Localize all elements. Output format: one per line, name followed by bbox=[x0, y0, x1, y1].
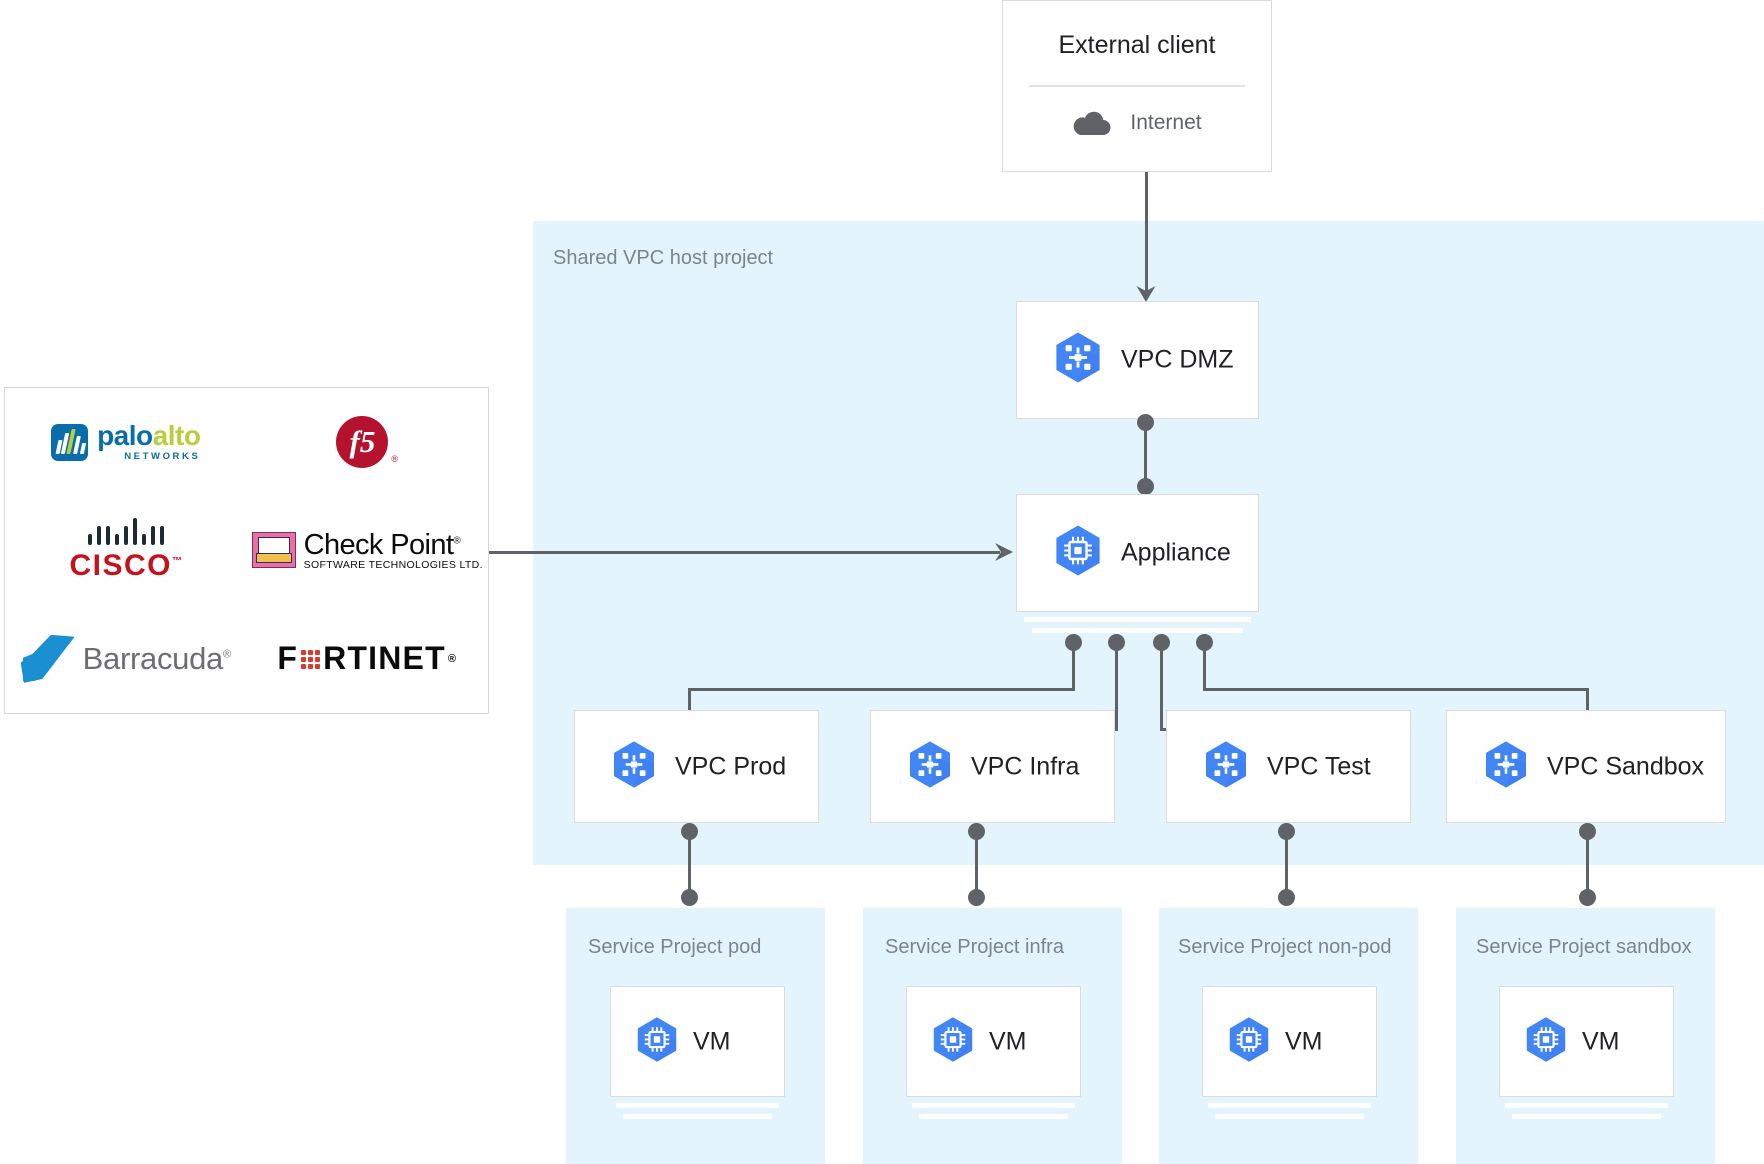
branch3-v-top bbox=[1160, 641, 1163, 728]
connector-client-to-dmz bbox=[1145, 172, 1148, 291]
barracuda-wordmark: Barracuda bbox=[82, 640, 224, 676]
external-client-card: External client Internet bbox=[1002, 0, 1272, 172]
vpc-infra-card[interactable]: VPC Infra bbox=[870, 710, 1115, 823]
service-project-sandbox-vm-card[interactable]: VM bbox=[1499, 986, 1674, 1097]
connector-dot-appliance-top bbox=[1137, 478, 1154, 495]
fortinet-wordmark: F RTINET® bbox=[277, 640, 458, 677]
vendor-logo-check-point: Check Point® SOFTWARE TECHNOLOGIES LTD. bbox=[251, 528, 483, 572]
cisco-wordmark: CISCO bbox=[69, 548, 172, 582]
partner-vendor-panel: paloalto NETWORKS f5 ® bbox=[4, 387, 489, 714]
sp-nonpod-stack-bar-2 bbox=[1215, 1114, 1364, 1119]
sp-sandbox-stack-bar-1 bbox=[1505, 1103, 1668, 1108]
appliance-stack-bar-1 bbox=[1024, 617, 1251, 622]
vendor-logo-palo-alto-networks: paloalto NETWORKS bbox=[51, 420, 201, 463]
vendor-logo-fortinet: F RTINET® bbox=[277, 640, 457, 677]
connector-infra-to-sp bbox=[975, 830, 978, 898]
branch1-h bbox=[688, 688, 1075, 691]
sp-nonpod-stack-bar-1 bbox=[1208, 1103, 1371, 1108]
service-project-infra-vm-card[interactable]: VM bbox=[906, 986, 1081, 1097]
branch2-v-top bbox=[1115, 641, 1118, 728]
arrow-head-appliance bbox=[995, 543, 1013, 561]
vpc-prod-label: VPC Prod bbox=[675, 752, 787, 780]
vpc-test-card[interactable]: VPC Test bbox=[1166, 710, 1411, 823]
appliance-label: Appliance bbox=[1121, 538, 1231, 567]
external-client-title: External client bbox=[1058, 31, 1216, 59]
sp-sandbox-stack-bar-2 bbox=[1512, 1114, 1661, 1119]
palo-alto-mark-icon bbox=[51, 423, 89, 461]
vpc-network-icon bbox=[1051, 331, 1105, 390]
palo-alto-word-a: palo bbox=[97, 420, 153, 452]
f5-wordmark: f5 bbox=[336, 416, 389, 469]
sp-infra-stack-bar-1 bbox=[912, 1103, 1075, 1108]
cisco-bridge-icon bbox=[69, 517, 182, 545]
vm-chip-icon bbox=[1225, 1015, 1273, 1068]
branch4-v-top bbox=[1203, 641, 1206, 688]
connector-dot-sp-infra-top bbox=[968, 889, 985, 906]
connector-sandbox-to-sp bbox=[1586, 830, 1589, 898]
vpc-network-icon bbox=[1481, 739, 1531, 794]
barracuda-fin-icon bbox=[20, 634, 75, 683]
connector-dot-sp-sandbox-top bbox=[1579, 889, 1596, 906]
vm-label: VM bbox=[693, 1027, 731, 1055]
vm-label: VM bbox=[989, 1027, 1027, 1055]
connector-test-to-sp bbox=[1285, 830, 1288, 898]
branch1-v-top bbox=[1072, 641, 1075, 688]
connector-vendors-to-appliance bbox=[489, 551, 1000, 554]
sp-infra-stack-bar-2 bbox=[919, 1114, 1068, 1119]
external-client-divider bbox=[1029, 85, 1245, 87]
vpc-network-icon bbox=[905, 739, 955, 794]
palo-alto-word-b: alto bbox=[152, 420, 201, 452]
connector-dot-sp-nonpod-top bbox=[1278, 889, 1295, 906]
vm-label: VM bbox=[1582, 1027, 1620, 1055]
vpc-dmz-label: VPC DMZ bbox=[1121, 345, 1234, 374]
vpc-network-icon bbox=[609, 739, 659, 794]
service-project-sandbox-label: Service Project sandbox bbox=[1476, 936, 1692, 958]
sp-pod-stack-bar-2 bbox=[623, 1114, 772, 1119]
appliance-card[interactable]: Appliance bbox=[1016, 494, 1259, 612]
service-project-pod-vm-card[interactable]: VM bbox=[610, 986, 785, 1097]
vpc-dmz-card[interactable]: VPC DMZ bbox=[1016, 301, 1259, 419]
service-project-nonpod-vm-card[interactable]: VM bbox=[1202, 986, 1377, 1097]
branch4-h bbox=[1203, 688, 1589, 691]
connector-dot-sp-pod-top bbox=[681, 889, 698, 906]
appliance-chip-icon bbox=[1051, 524, 1105, 583]
vm-chip-icon bbox=[633, 1015, 681, 1068]
shared-vpc-region-label: Shared VPC host project bbox=[553, 247, 774, 269]
fortinet-dot-grid-icon bbox=[301, 650, 321, 670]
f5-registered-mark: ® bbox=[391, 454, 399, 465]
vpc-prod-card[interactable]: VPC Prod bbox=[574, 710, 819, 823]
internet-label: Internet bbox=[1130, 110, 1202, 134]
check-point-wordmark: Check Point bbox=[303, 528, 454, 561]
vpc-test-label: VPC Test bbox=[1267, 752, 1371, 780]
vendor-logo-f5: f5 ® bbox=[336, 416, 399, 469]
connector-prod-to-sp bbox=[688, 830, 691, 898]
vendor-logo-barracuda: Barracuda® bbox=[20, 634, 231, 683]
check-point-subtitle: SOFTWARE TECHNOLOGIES LTD. bbox=[303, 559, 483, 572]
service-project-pod-label: Service Project pod bbox=[588, 936, 762, 958]
cloud-icon bbox=[1072, 109, 1112, 136]
service-project-infra-label: Service Project infra bbox=[885, 936, 1064, 958]
sp-pod-stack-bar-1 bbox=[616, 1103, 779, 1108]
arrow-head-dmz bbox=[1136, 286, 1156, 302]
vm-chip-icon bbox=[1522, 1015, 1570, 1068]
vm-label: VM bbox=[1285, 1027, 1323, 1055]
connector-dmz-to-appliance bbox=[1144, 420, 1147, 487]
vpc-network-icon bbox=[1201, 739, 1251, 794]
palo-alto-subtitle: NETWORKS bbox=[124, 451, 201, 463]
service-project-nonpod-label: Service Project non-pod bbox=[1178, 936, 1392, 958]
check-point-mark-icon bbox=[251, 532, 296, 569]
vpc-sandbox-card[interactable]: VPC Sandbox bbox=[1446, 710, 1726, 823]
vpc-infra-label: VPC Infra bbox=[971, 752, 1080, 780]
vendor-logo-cisco: CISCO™ bbox=[69, 517, 182, 583]
appliance-stack-bar-2 bbox=[1032, 628, 1243, 633]
vpc-sandbox-label: VPC Sandbox bbox=[1547, 752, 1705, 780]
vm-chip-icon bbox=[929, 1015, 977, 1068]
